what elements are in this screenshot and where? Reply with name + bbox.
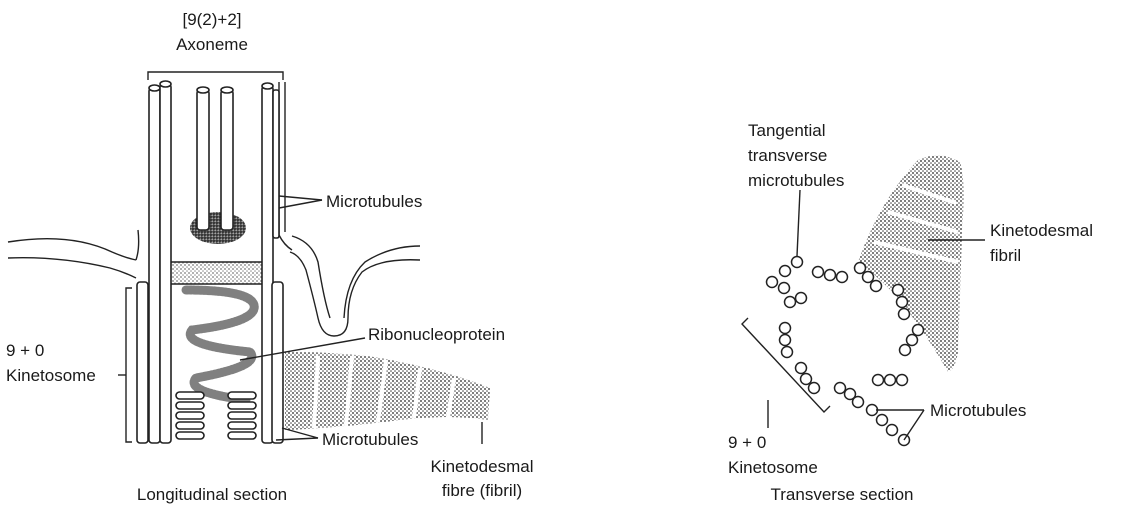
peripheral-doublet-left xyxy=(149,81,171,443)
microtubules-upper-label: Microtubules xyxy=(326,192,422,211)
axoneme-formula: [9(2)+2] xyxy=(182,10,241,29)
kinetosome-triplets xyxy=(780,263,924,446)
kinetodesmal-fibre xyxy=(285,352,490,430)
tangential-label-3: microtubules xyxy=(748,171,844,190)
tangential-label-2: transverse xyxy=(748,146,827,165)
kinetodesmal-fibre-label-2: fibre (fibril) xyxy=(442,481,522,500)
kinetosome-formula: 9 + 0 xyxy=(6,341,44,360)
axoneme-label: Axoneme xyxy=(176,35,248,54)
longitudinal-section: [9(2)+2] Axoneme Microtubules Ribonucleo… xyxy=(6,10,534,504)
kinetodesmal-fibril-label-1: Kinetodesmal xyxy=(990,221,1093,240)
tangential-label-1: Tangential xyxy=(748,121,826,140)
transverse-caption: Transverse section xyxy=(771,485,914,504)
ribonucleoprotein-strand xyxy=(186,290,254,400)
longitudinal-caption: Longitudinal section xyxy=(137,485,287,504)
kinetodesmal-fibre-label-1: Kinetodesmal xyxy=(430,457,533,476)
kinetodesmal-fibril-label-2: fibril xyxy=(990,246,1021,265)
axoneme-bracket xyxy=(148,72,283,80)
transverse-section: Tangential transverse microtubules Kinet… xyxy=(728,121,1093,504)
transverse-microtubules-label: Microtubules xyxy=(930,401,1026,420)
transverse-kinetosome-formula: 9 + 0 xyxy=(728,433,766,452)
tangential-microtubules xyxy=(767,257,848,294)
transverse-kinetosome-label: Kinetosome xyxy=(728,458,818,477)
kinetosome-label: Kinetosome xyxy=(6,366,96,385)
kinetosome-bracket xyxy=(126,288,132,442)
microtubules-lower-label: Microtubules xyxy=(322,430,418,449)
central-pair xyxy=(197,87,233,230)
ribonucleoprotein-label: Ribonucleoprotein xyxy=(368,325,505,344)
